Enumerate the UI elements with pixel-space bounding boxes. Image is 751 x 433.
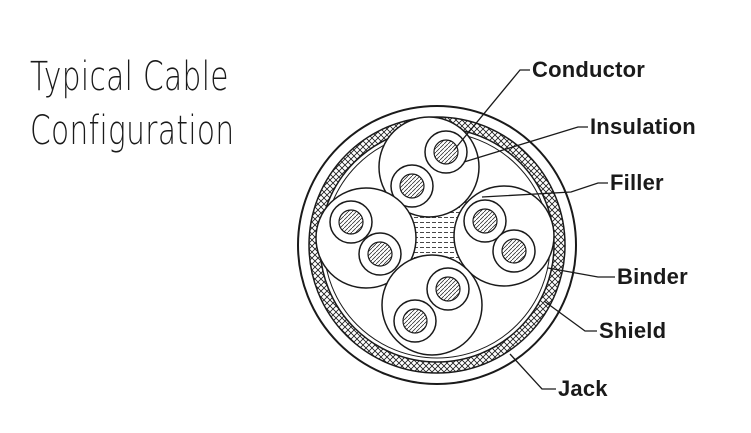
label-binder: Binder [617, 264, 688, 289]
conductor [399, 173, 425, 199]
conductor [338, 209, 364, 235]
conductor [367, 241, 393, 267]
diagram-title-line-1: Typical Cable [30, 54, 229, 100]
label-shield: Shield [599, 318, 667, 343]
conductor [435, 276, 461, 302]
leader-line-insulation [463, 126, 588, 163]
label-filler: Filler [610, 170, 664, 195]
label-conductor: Conductor [532, 57, 646, 82]
conductor [472, 208, 498, 234]
leader-line-conductor [453, 69, 530, 151]
conductor [433, 139, 459, 165]
conductor [501, 238, 527, 264]
label-jacket: Jack [558, 376, 608, 401]
leader-line-jacket [509, 353, 556, 390]
leader-line-shield [543, 300, 597, 332]
conductor [402, 308, 428, 334]
leader-line-filler [481, 182, 608, 198]
pair-insulation-bottom [381, 254, 483, 356]
diagram-title-line-2: Configuration [30, 108, 235, 154]
leader-line-binder [547, 267, 615, 278]
label-insulation: Insulation [590, 114, 696, 139]
